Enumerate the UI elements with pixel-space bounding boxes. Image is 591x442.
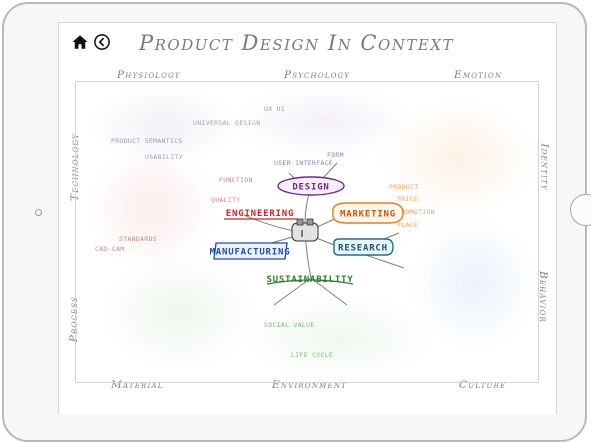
sketch-label-product-semantics: PRODUCT SEMANTICS <box>111 137 183 145</box>
mindmap-diagram: DESIGN ENGINEERING MARKETING MANUFACTURI… <box>210 162 405 306</box>
label-emotion: Emotion <box>454 69 503 81</box>
node-manufacturing-label: MANUFACTURING <box>210 248 291 258</box>
node-manufacturing[interactable]: MANUFACTURING <box>210 242 291 260</box>
node-design[interactable]: DESIGN <box>277 176 345 196</box>
node-research-label: RESEARCH <box>338 244 388 254</box>
label-psychology: Psychology <box>284 69 351 81</box>
sketch-process <box>99 253 259 373</box>
page-title: Product Design In Context <box>139 31 455 55</box>
node-sustainability[interactable]: SUSTAINABILITY <box>266 275 354 285</box>
sketch-label-cad-cam: CAD-CAM <box>95 245 125 253</box>
node-design-label: DESIGN <box>292 183 329 193</box>
sketch-label-function: FUNCTION <box>219 176 253 184</box>
node-research[interactable]: RESEARCH <box>333 238 394 256</box>
sketch-label-life-cycle: LIFE CYCLE <box>291 351 334 359</box>
sketch-label-product: PRODUCT <box>389 183 419 191</box>
sketch-label-social-value: SOCIAL VALUE <box>264 321 315 329</box>
sketch-label-standards: STANDARDS <box>119 235 157 243</box>
sketch-label-place: PLACE <box>397 221 419 229</box>
sketch-emotion <box>379 98 539 218</box>
screen: Product Design In Context Physiology Psy… <box>58 22 557 414</box>
sketch-label-user-interface: USER INTERFACE <box>274 159 333 167</box>
sketch-label-usability: USABILITY <box>145 153 183 161</box>
sketch-label-form: FORM <box>327 151 344 159</box>
nav-bar <box>71 33 111 51</box>
label-physiology: Physiology <box>117 69 181 81</box>
home-icon[interactable] <box>71 33 89 51</box>
node-sustainability-label: SUSTAINABILITY <box>266 275 353 285</box>
sketch-technology <box>87 143 217 273</box>
back-circle-icon[interactable] <box>93 33 111 51</box>
node-engineering-label: ENGINEERING <box>226 209 294 219</box>
tablet-home-button[interactable] <box>570 194 591 226</box>
node-engineering[interactable]: ENGINEERING <box>224 209 297 220</box>
node-marketing-label: MARKETING <box>340 210 396 220</box>
sketch-label-quality: QUALITY <box>211 196 241 204</box>
sketch-label-universal-design: UNIVERSAL DESIGN <box>193 119 261 127</box>
node-marketing[interactable]: MARKETING <box>332 202 404 224</box>
sketch-label-price: PRICE <box>397 195 419 203</box>
toaster-icon <box>291 218 319 242</box>
sketch-label-promotion: PROMOTION <box>397 208 435 216</box>
sketch-label-ux-ui: UX UI <box>264 105 286 113</box>
camera-dot <box>35 209 42 216</box>
sketch-environment <box>239 293 439 383</box>
